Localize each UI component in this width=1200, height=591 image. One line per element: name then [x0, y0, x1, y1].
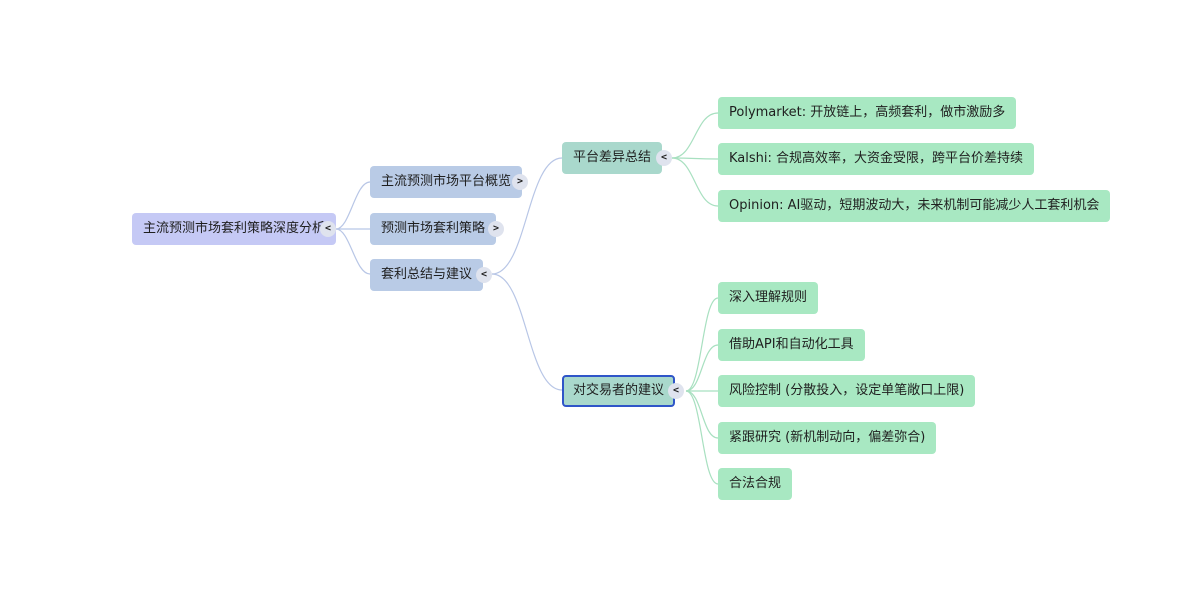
edge-advice-1: [685, 297, 719, 392]
edge-summary-advice: [491, 273, 563, 391]
branch-arbitrage-strategy-expand-toggle[interactable]: >: [488, 221, 504, 237]
node-trader-advice[interactable]: 对交易者的建议: [562, 375, 676, 407]
edge-advice-2: [685, 344, 719, 392]
branch-platform-overview-expand-toggle[interactable]: >: [512, 174, 528, 190]
edge-summary-platform: [491, 157, 563, 275]
edge-root-overview: [335, 181, 371, 230]
edge-platform-1: [671, 112, 719, 159]
edge-platform-2: [671, 157, 719, 160]
leaf-kalshi[interactable]: Kalshi: 合规高效率，大资金受限，跨平台价差持续: [718, 143, 1035, 175]
node-trader-advice-collapse-toggle[interactable]: <: [668, 383, 684, 399]
root-node[interactable]: 主流预测市场套利策略深度分析: [132, 213, 337, 245]
edge-root-summary: [335, 228, 371, 275]
branch-summary-advice[interactable]: 套利总结与建议: [370, 259, 484, 291]
node-platform-differences-collapse-toggle[interactable]: <: [656, 150, 672, 166]
edge-advice-4: [685, 390, 719, 439]
node-platform-differences[interactable]: 平台差异总结: [562, 142, 663, 174]
leaf-compliance[interactable]: 合法合规: [718, 468, 793, 500]
edge-platform-3: [671, 157, 719, 207]
leaf-understand-rules[interactable]: 深入理解规则: [718, 282, 819, 314]
root-collapse-toggle[interactable]: <: [320, 221, 336, 237]
edge-advice-5: [685, 390, 719, 485]
leaf-opinion[interactable]: Opinion: AI驱动，短期波动大，未来机制可能减少人工套利机会: [718, 190, 1111, 222]
leaf-risk-control[interactable]: 风险控制 (分散投入，设定单笔敞口上限): [718, 375, 976, 407]
leaf-api-automation[interactable]: 借助API和自动化工具: [718, 329, 865, 361]
branch-platform-overview[interactable]: 主流预测市场平台概览: [370, 166, 523, 198]
leaf-polymarket[interactable]: Polymarket: 开放链上，高频套利，做市激励多: [718, 97, 1017, 129]
branch-summary-advice-collapse-toggle[interactable]: <: [476, 267, 492, 283]
branch-arbitrage-strategy[interactable]: 预测市场套利策略: [370, 213, 497, 245]
leaf-follow-research[interactable]: 紧跟研究 (新机制动向，偏差弥合): [718, 422, 937, 454]
